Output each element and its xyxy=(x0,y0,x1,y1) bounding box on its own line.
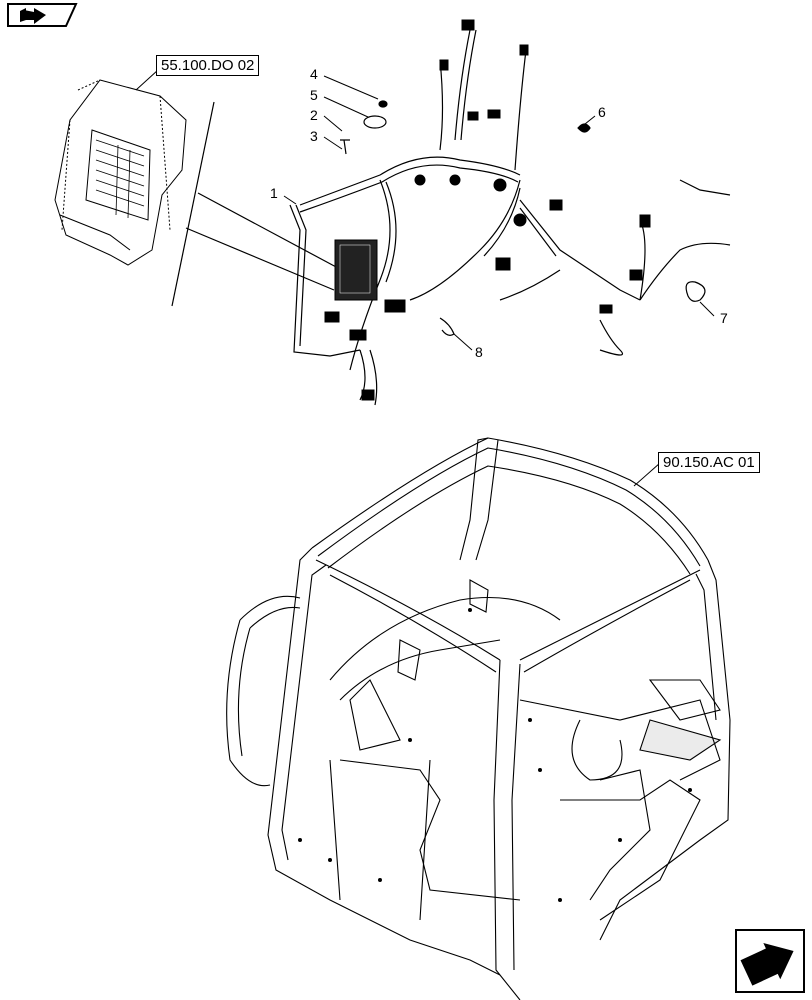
callout-5: 5 xyxy=(310,87,318,103)
cab-frame-dots xyxy=(298,608,692,902)
controller-unit-illustration xyxy=(54,79,187,266)
callout-leaders xyxy=(283,75,715,351)
small-parts xyxy=(340,100,706,336)
detail-leader-lines xyxy=(171,101,339,307)
callout-8: 8 xyxy=(475,344,483,360)
harness-connectors xyxy=(324,19,651,401)
cab-reference-leader xyxy=(633,462,661,487)
callout-7: 7 xyxy=(720,310,728,326)
callout-1: 1 xyxy=(270,185,278,201)
callout-3: 3 xyxy=(310,128,318,144)
reference-box-top[interactable]: 55.100.DO 02 xyxy=(156,55,260,76)
callout-4: 4 xyxy=(310,66,318,82)
book-arrow-icon[interactable] xyxy=(7,3,78,27)
cab-frame-illustration xyxy=(226,437,731,1000)
top-reference-leader xyxy=(135,69,159,91)
wiring-harness-illustration xyxy=(289,29,731,406)
next-page-arrow-icon[interactable] xyxy=(735,929,805,993)
callout-6: 6 xyxy=(598,104,606,120)
reference-box-cab[interactable]: 90.150.AC 01 xyxy=(658,452,760,473)
callout-2: 2 xyxy=(310,107,318,123)
